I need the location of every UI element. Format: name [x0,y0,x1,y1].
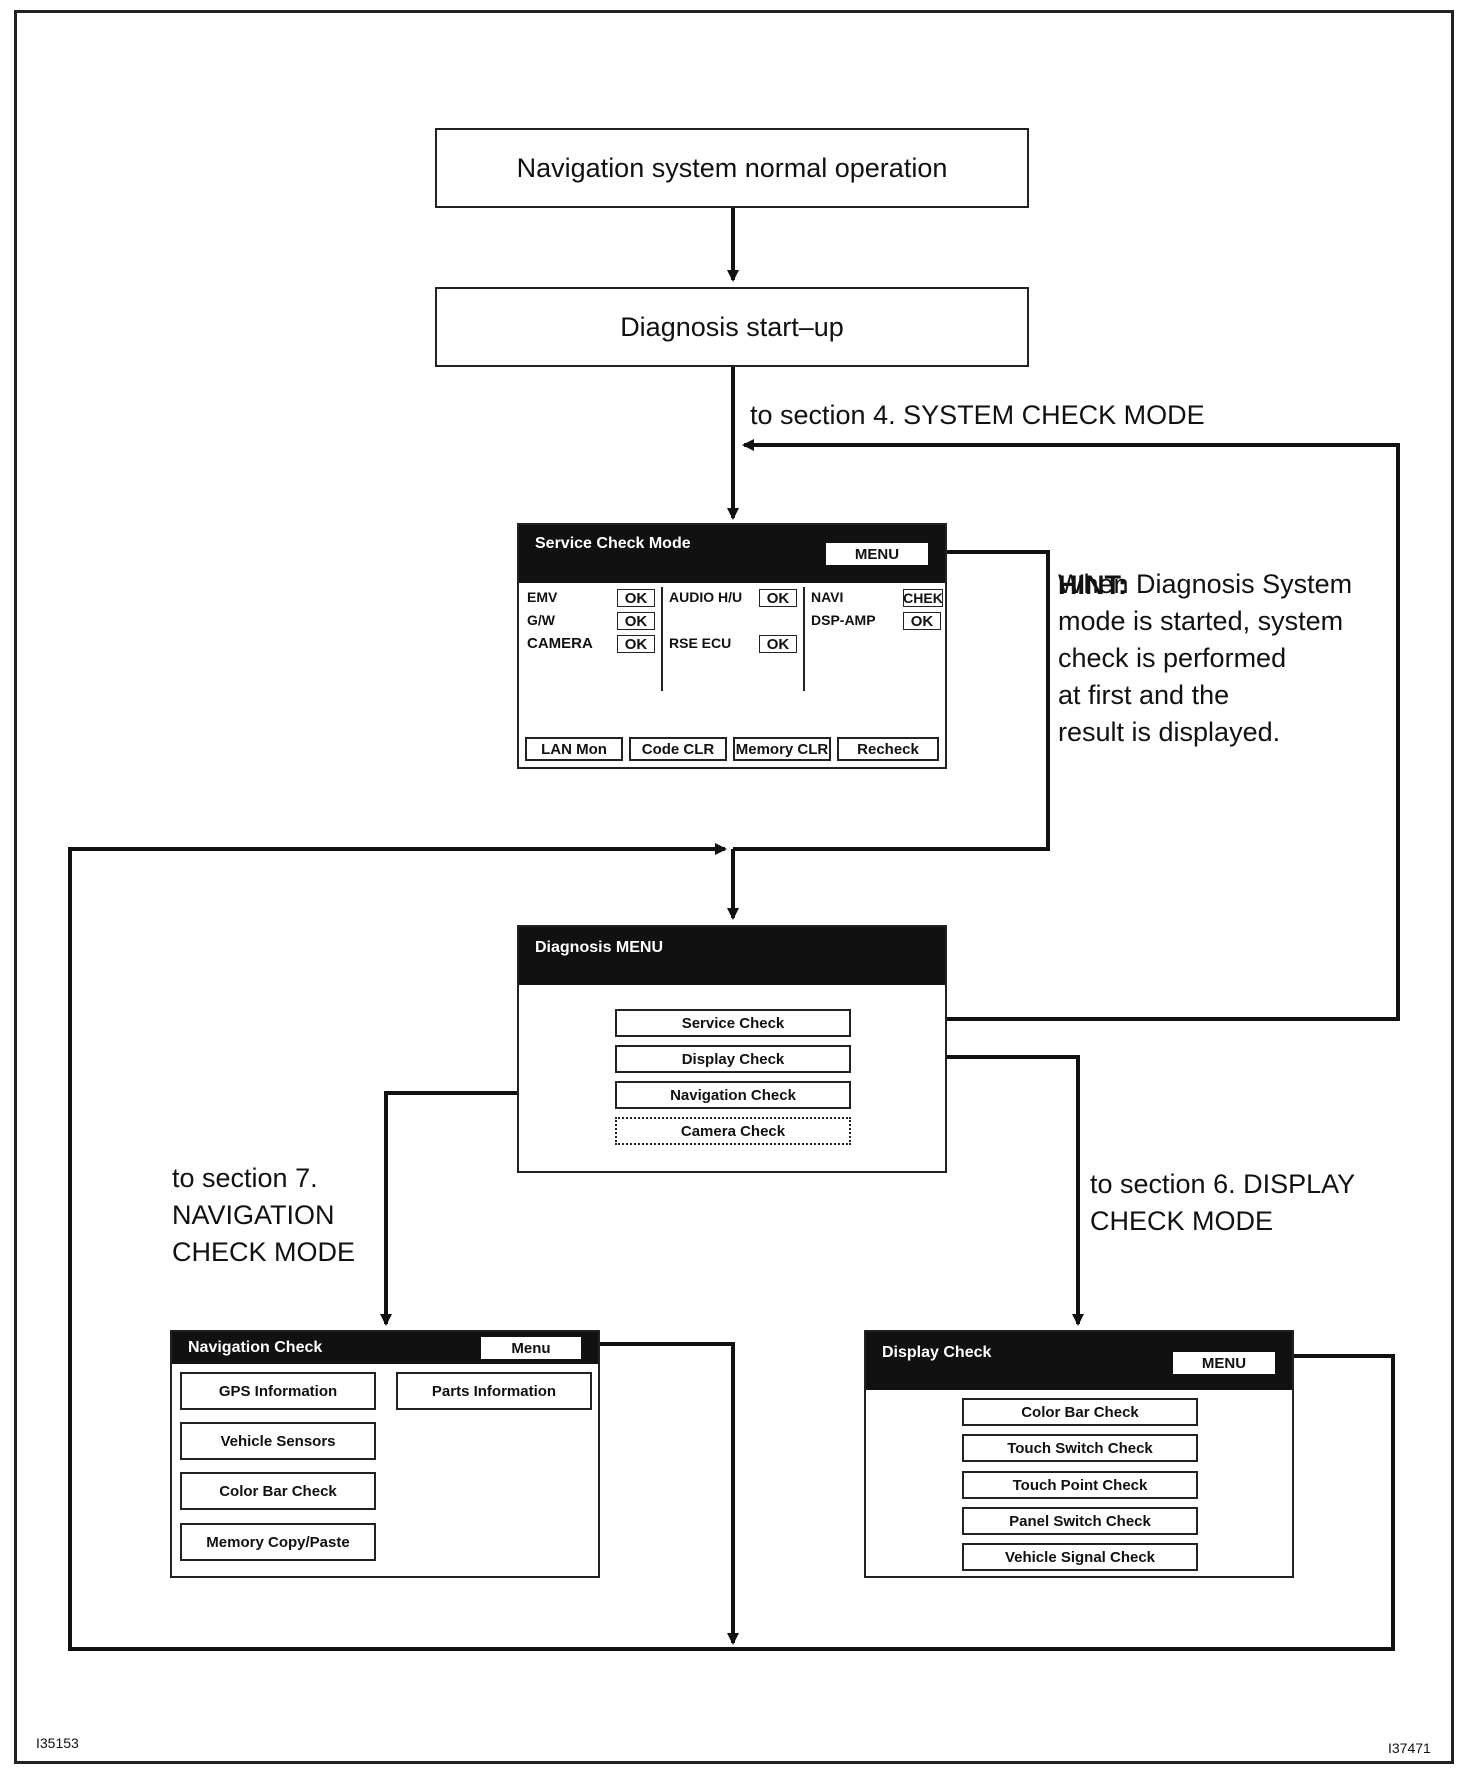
panel-switch-check-button[interactable]: Panel Switch Check [962,1507,1198,1535]
vehicle-sensors-button[interactable]: Vehicle Sensors [180,1422,376,1460]
diagnosis-startup-label: Diagnosis start–up [620,311,844,342]
display-menu-label: MENU [1201,1354,1247,1372]
service-menu-label: MENU [854,545,900,563]
status-badge: OK [617,635,655,653]
touch-point-check-button[interactable]: Touch Point Check [962,1471,1198,1499]
nav-menu-label: Menu [511,1339,551,1357]
service-check-title: Service Check Mode [535,535,691,552]
start-box-label: Navigation system normal operation [516,152,948,183]
navigation-check-title: Navigation Check [188,1339,323,1356]
hint-title: HINT: [1058,530,1127,604]
memory-clr-button[interactable]: Memory CLR [733,737,831,761]
status-name: DSP-AMP [811,612,876,628]
hint-title-text: HINT: [1058,570,1127,600]
status-name: NAVI [811,589,844,605]
display-check-screen: Display Check MENU Color Bar Check Touch… [864,1330,1294,1578]
diagnosis-menu-titlebar: Diagnosis MENU [519,927,945,985]
service-menu-button[interactable]: MENU [825,542,929,566]
service-check-button[interactable]: Service Check [615,1009,851,1037]
status-badge: OK [617,589,655,607]
display-check-button[interactable]: Display Check [615,1045,851,1073]
line-display-menu-return [733,1354,1395,1651]
service-check-titlebar: Service Check Mode MENU [519,525,945,583]
arrow-return-loop [68,843,733,1651]
status-badge: OK [617,612,655,630]
line-menu-to-junction [733,550,1050,851]
touch-switch-check-button[interactable]: Touch Switch Check [962,1434,1198,1462]
service-check-screen: Service Check Mode MENU EMV OK G/W OK CA… [517,523,947,769]
figure-id-right: I37471 [1388,1740,1431,1756]
nav-menu-button[interactable]: Menu [480,1336,582,1360]
code-clr-button[interactable]: Code CLR [629,737,727,761]
column-divider [803,587,805,691]
camera-check-button[interactable]: Camera Check [615,1117,851,1145]
status-badge: OK [903,612,941,630]
gps-information-button[interactable]: GPS Information [180,1372,376,1410]
status-badge: OK [759,589,797,607]
parts-information-button[interactable]: Parts Information [396,1372,592,1410]
color-bar-check-button[interactable]: Color Bar Check [180,1472,376,1510]
figure-id-left: I35153 [36,1735,79,1751]
lan-mon-button[interactable]: LAN Mon [525,737,623,761]
status-name: AUDIO H/U [669,589,743,605]
vehicle-signal-check-button[interactable]: Vehicle Signal Check [962,1543,1198,1571]
recheck-button[interactable]: Recheck [837,737,939,761]
to-system-check-label: to section 4. SYSTEM CHECK MODE [750,400,1205,430]
navigation-check-titlebar: Navigation Check Menu [172,1332,598,1364]
diagnosis-menu-title: Diagnosis MENU [535,939,664,956]
figure-frame [14,10,1454,1764]
navigation-check-button[interactable]: Navigation Check [615,1081,851,1109]
color-bar-check-button[interactable]: Color Bar Check [962,1398,1198,1426]
start-box: Navigation system normal operation [435,128,1029,208]
status-name: G/W [527,612,555,628]
display-check-titlebar: Display Check MENU [866,1332,1292,1390]
arrow-nav-menu-return [583,1342,739,1645]
to-display-check-label: to section 6. DISPLAY CHECK MODE [1090,1169,1356,1236]
status-name: RSE ECU [669,635,732,651]
column-divider [661,587,663,691]
display-menu-button[interactable]: MENU [1172,1351,1276,1375]
status-badge: CHEK [903,589,943,607]
arrow-service-check-loop [742,439,1400,1021]
status-name: CAMERA [527,635,593,652]
navigation-check-screen: Navigation Check Menu GPS Information Ve… [170,1330,600,1578]
status-name: EMV [527,589,558,605]
diagnosis-menu-screen: Diagnosis MENU Service Check Display Che… [517,925,947,1173]
hint-body: When Diagnosis System mode is started, s… [1058,569,1353,747]
display-check-title: Display Check [882,1344,992,1361]
to-navigation-check-label: to section 7. NAVIGATION CHECK MODE [172,1163,356,1267]
status-badge: OK [759,635,797,653]
diagnosis-startup-box: Diagnosis start–up [435,287,1029,367]
memory-copy-paste-button[interactable]: Memory Copy/Paste [180,1523,376,1561]
